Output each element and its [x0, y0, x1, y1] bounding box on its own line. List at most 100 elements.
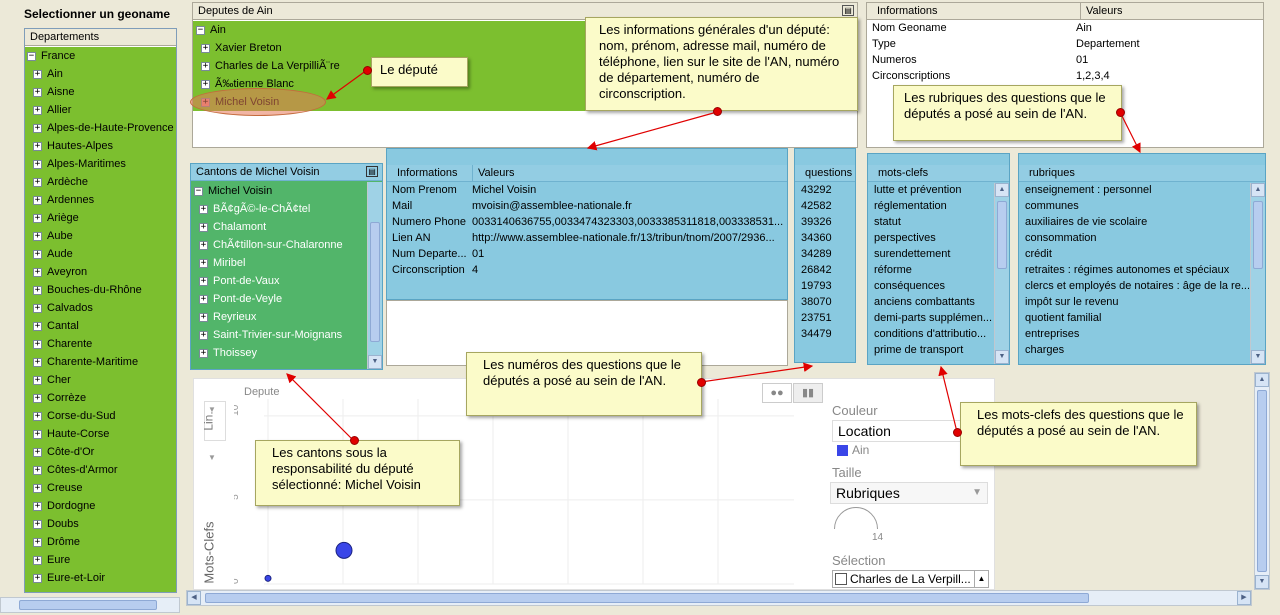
- departements-header[interactable]: Departements: [25, 29, 176, 46]
- selection-checkbox[interactable]: [835, 573, 847, 585]
- scroll-down-icon[interactable]: ▼: [1255, 575, 1269, 589]
- expand-icon[interactable]: +: [199, 347, 208, 358]
- expand-icon[interactable]: +: [33, 482, 42, 493]
- expand-icon[interactable]: +: [33, 284, 42, 295]
- expand-icon[interactable]: +: [33, 86, 42, 97]
- expand-icon[interactable]: +: [33, 392, 42, 403]
- scroll-thumb[interactable]: [1253, 201, 1263, 269]
- expand-icon[interactable]: +: [199, 329, 208, 340]
- tree-item-departement[interactable]: +Corrèze: [33, 392, 87, 404]
- scroll-up-icon[interactable]: ▲: [1251, 183, 1265, 197]
- expand-icon[interactable]: +: [33, 554, 42, 565]
- expand-icon[interactable]: +: [199, 239, 208, 250]
- list-item[interactable]: prime de transport: [874, 344, 964, 356]
- expand-icon[interactable]: +: [33, 464, 42, 475]
- list-item[interactable]: communes: [1025, 200, 1079, 212]
- list-item[interactable]: réglementation: [874, 200, 947, 212]
- tree-item-departement[interactable]: +Haute-Corse: [33, 428, 110, 440]
- tree-item-departement[interactable]: +Doubs: [33, 518, 79, 530]
- list-item[interactable]: 19793: [801, 280, 832, 292]
- tree-item-departement[interactable]: +Allier: [33, 104, 72, 116]
- expand-icon[interactable]: +: [33, 500, 42, 511]
- column-informations[interactable]: Informations: [877, 5, 938, 17]
- list-item[interactable]: lutte et prévention: [874, 184, 962, 196]
- tree-item-departement[interactable]: +Aisne: [33, 86, 75, 98]
- list-item[interactable]: conséquences: [874, 280, 945, 292]
- column-informations[interactable]: Informations: [397, 167, 458, 179]
- scroll-down-icon[interactable]: ▼: [995, 350, 1009, 364]
- expand-icon[interactable]: +: [33, 104, 42, 115]
- expand-icon[interactable]: +: [33, 356, 42, 367]
- tree-item-departement[interactable]: +Drôme: [33, 536, 81, 548]
- column-valeurs[interactable]: Valeurs: [1080, 3, 1122, 19]
- tree-item-departement[interactable]: +Aube: [33, 230, 73, 242]
- rubriques-header[interactable]: rubriques: [1019, 165, 1265, 182]
- list-item[interactable]: statut: [874, 216, 901, 228]
- list-item[interactable]: retraites : régimes autonomes et spéciau…: [1025, 264, 1230, 276]
- list-item[interactable]: 34360: [801, 232, 832, 244]
- mots-scrollbar[interactable]: ▲ ▼: [994, 183, 1009, 364]
- tree-item-departement[interactable]: +Ain: [33, 68, 63, 80]
- scroll-up-icon[interactable]: ▲: [1255, 373, 1269, 387]
- list-item[interactable]: réforme: [874, 264, 912, 276]
- list-item[interactable]: charges: [1025, 344, 1065, 356]
- tree-item-departement[interactable]: +Cher: [33, 374, 71, 386]
- expand-icon[interactable]: +: [33, 68, 42, 79]
- tree-root-michel-voisin[interactable]: −Michel Voisin: [194, 185, 273, 197]
- tree-item-canton[interactable]: +Thoissey: [199, 347, 258, 359]
- collapse-icon[interactable]: −: [196, 24, 205, 35]
- expand-icon[interactable]: +: [33, 158, 42, 169]
- collapse-icon[interactable]: −: [27, 50, 36, 61]
- list-item[interactable]: anciens combattants: [874, 296, 975, 308]
- expand-icon[interactable]: +: [201, 78, 210, 89]
- tree-item-departement[interactable]: +Ariège: [33, 212, 79, 224]
- list-item[interactable]: enseignement : personnel: [1025, 184, 1152, 196]
- list-item[interactable]: 26842: [801, 264, 832, 276]
- chart-hscroll[interactable]: ◀ ▶: [186, 590, 1252, 606]
- expand-icon[interactable]: +: [33, 212, 42, 223]
- expand-icon[interactable]: +: [201, 42, 210, 53]
- tree-item-departement[interactable]: +Calvados: [33, 302, 93, 314]
- tree-item-departement[interactable]: +Ardennes: [33, 194, 95, 206]
- tree-item-departement[interactable]: +Creuse: [33, 482, 83, 494]
- y-scale-selector[interactable]: Lin.: [202, 401, 226, 441]
- data-point[interactable]: [264, 574, 272, 582]
- tree-item-departement[interactable]: +Bouches-du-Rhône: [33, 284, 142, 296]
- expand-icon[interactable]: +: [33, 428, 42, 439]
- selection-list[interactable]: Charles de La Verpill... ▲: [832, 570, 989, 588]
- expand-icon[interactable]: +: [199, 257, 208, 268]
- tree-item-departement[interactable]: +Cantal: [33, 320, 79, 332]
- tree-item-departement[interactable]: +Charente: [33, 338, 93, 350]
- list-item[interactable]: impôt sur le revenu: [1025, 296, 1119, 308]
- list-item[interactable]: 42582: [801, 200, 832, 212]
- expand-icon[interactable]: +: [199, 221, 208, 232]
- tree-root-ain[interactable]: −Ain: [196, 24, 226, 36]
- expand-icon[interactable]: +: [33, 194, 42, 205]
- list-item[interactable]: 34479: [801, 328, 832, 340]
- tree-item-departement[interactable]: +Dordogne: [33, 500, 96, 512]
- expand-icon[interactable]: +: [33, 248, 42, 259]
- rubriques-scrollbar[interactable]: ▲ ▼: [1250, 183, 1265, 364]
- expand-icon[interactable]: +: [201, 60, 210, 71]
- scroll-left-icon[interactable]: ◀: [187, 591, 201, 605]
- table-row[interactable]: Num Departe...01: [387, 246, 787, 262]
- tree-item-departement[interactable]: +Alpes-de-Haute-Provence: [33, 122, 174, 134]
- scroll-right-icon[interactable]: ▶: [1237, 591, 1251, 605]
- list-item[interactable]: conditions d'attributio...: [874, 328, 987, 340]
- list-item[interactable]: quotient familial: [1025, 312, 1102, 324]
- cantons-scrollbar[interactable]: ▼: [367, 182, 382, 369]
- tree-item-departement[interactable]: +Corse-du-Sud: [33, 410, 116, 422]
- expand-icon[interactable]: +: [33, 320, 42, 331]
- expand-icon[interactable]: +: [199, 203, 208, 214]
- panel-menu-icon[interactable]: ▤: [366, 166, 378, 177]
- tree-item-departement[interactable]: +Alpes-Maritimes: [33, 158, 126, 170]
- tree-item-departement[interactable]: +Aude: [33, 248, 73, 260]
- tree-item-canton[interactable]: +Chalamont: [199, 221, 267, 233]
- tree-item-canton[interactable]: +Pont-de-Vaux: [199, 275, 280, 287]
- tree-item-depute[interactable]: +Ã‰tienne Blanc: [201, 78, 294, 90]
- scroll-down-icon[interactable]: ▼: [1251, 350, 1265, 364]
